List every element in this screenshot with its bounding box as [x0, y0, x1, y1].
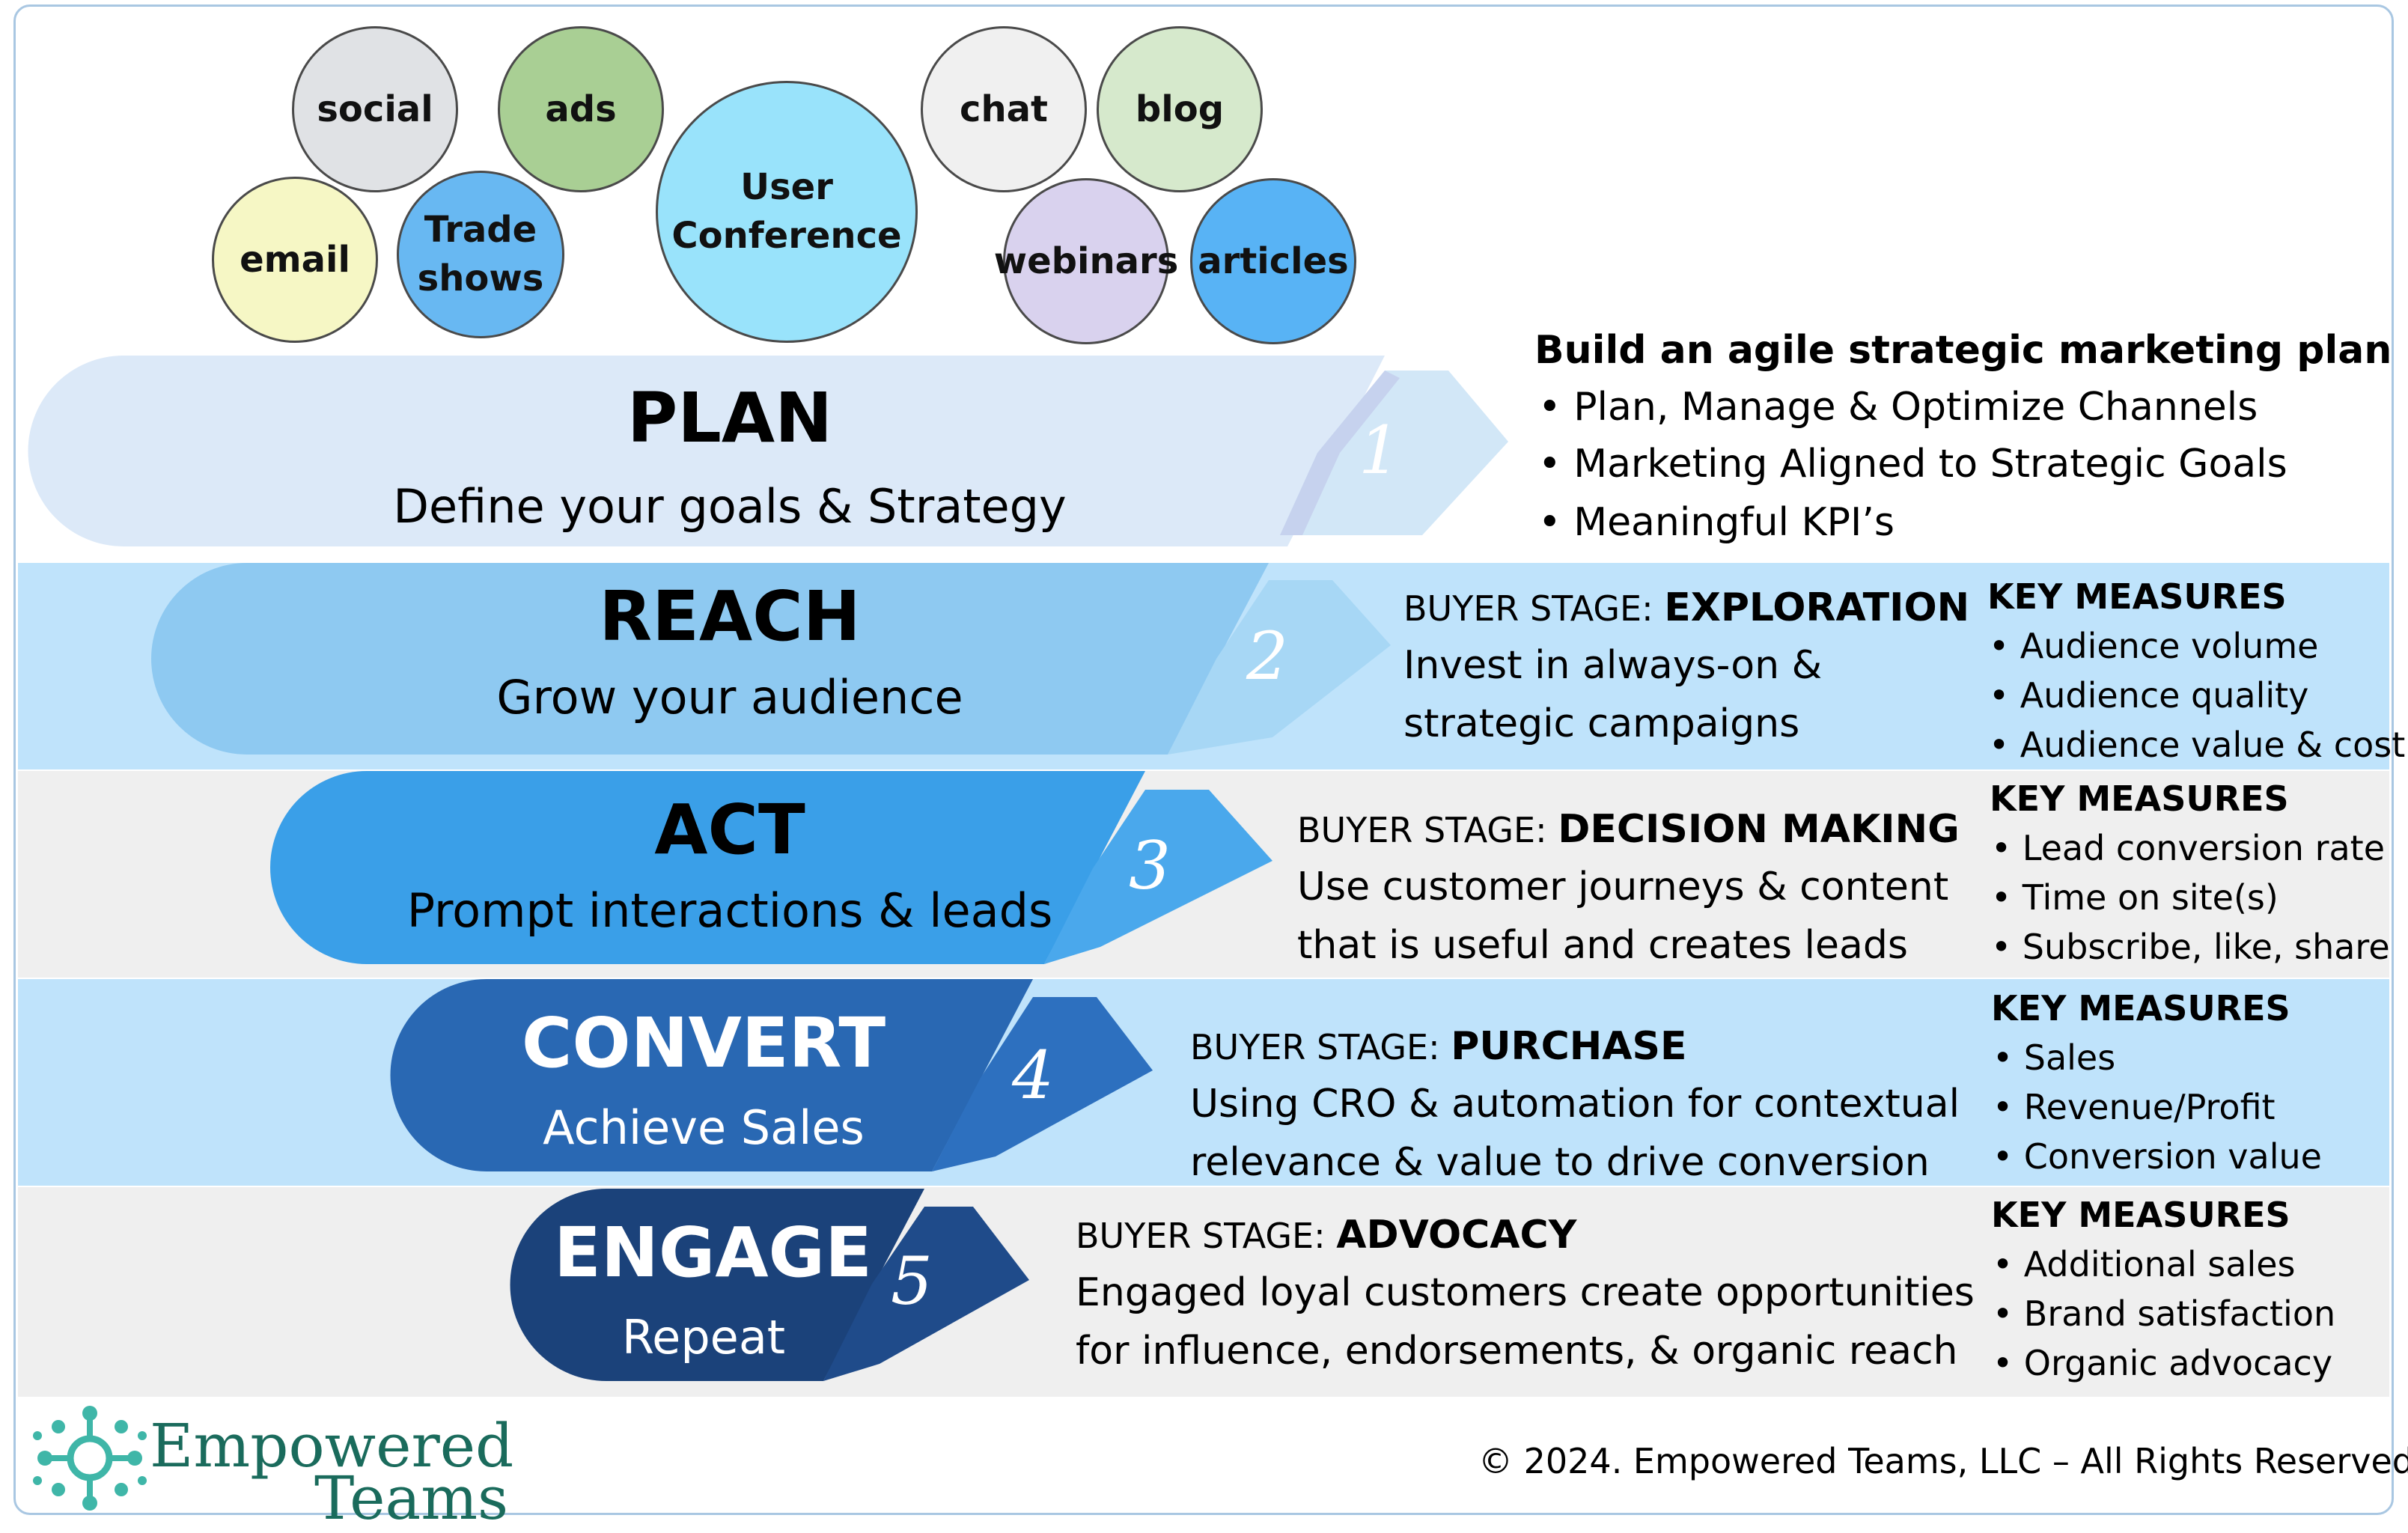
act-subtitle: Prompt interactions & leads: [406, 883, 1053, 938]
reach-number: 2: [1246, 618, 1288, 695]
bubble-chat: chat: [921, 26, 1087, 192]
engage-measure-3: • Organic advocacy: [1993, 1343, 2333, 1383]
convert-key-measures-heading: KEY MEASURES: [1991, 988, 2290, 1028]
bubble-email: email: [212, 177, 378, 343]
engage-arrow-shape: [510, 1189, 924, 1381]
act-title: ACT: [654, 790, 805, 870]
plan-subtitle: Define your goals & Strategy: [393, 479, 1067, 534]
engage-subtitle: Repeat: [621, 1310, 786, 1365]
convert-arrow-shape: [390, 979, 1033, 1171]
copyright-notice: © 2024. Empowered Teams, LLC – All Right…: [1478, 1441, 2408, 1481]
engage-measure-2: • Brand satisfaction: [1993, 1293, 2336, 1334]
convert-description-2: relevance & value to drive conversion: [1190, 1140, 1930, 1185]
engage-measure-1: • Additional sales: [1993, 1244, 2296, 1284]
act-arrow-tip: [1044, 790, 1272, 964]
bubble-articles: articles: [1190, 178, 1356, 344]
plan-arrow-seam: [1280, 371, 1400, 535]
plan-arrow-tip: [1280, 371, 1508, 535]
act-arrow-shape: [270, 771, 1145, 964]
act-key-measures-heading: KEY MEASURES: [1990, 778, 2289, 819]
reach-description-2: strategic campaigns: [1403, 701, 1800, 746]
act-description-1: Use customer journeys & content: [1297, 865, 1949, 909]
bubble-ads: ads: [498, 26, 664, 192]
logo-text-line2: Teams: [314, 1463, 509, 1533]
bubble-social: social: [292, 26, 458, 192]
reach-key-measures-heading: KEY MEASURES: [1987, 576, 2287, 617]
bubble-blog: blog: [1097, 26, 1263, 192]
engage-description-1: Engaged loyal customers create opportuni…: [1076, 1270, 1975, 1315]
plan-heading: Build an agile strategic marketing plan: [1534, 328, 2392, 373]
engage-buyer-stage: BUYER STAGE: ADVOCACY: [1076, 1213, 1577, 1258]
act-measure-2: • Time on site(s): [1991, 877, 2279, 918]
convert-subtitle: Achieve Sales: [543, 1100, 865, 1155]
act-measure-1: • Lead conversion rate: [1991, 828, 2386, 868]
reach-subtitle: Grow your audience: [496, 670, 963, 725]
logo-icon: [33, 1406, 147, 1511]
logo-text-line1: Empowered: [150, 1411, 514, 1481]
reach-arrow-tip: [1168, 580, 1391, 755]
reach-title: REACH: [599, 576, 861, 656]
convert-arrow-tip: [932, 997, 1153, 1171]
plan-bullet-3: • Meaningful KPI’s: [1538, 500, 1895, 545]
act-buyer-stage: BUYER STAGE: DECISION MAKING: [1297, 807, 1960, 852]
reach-measure-3: • Audience value & cost: [1989, 725, 2406, 765]
convert-number: 4: [1012, 1037, 1054, 1114]
outer-frame: [13, 4, 2394, 1515]
engage-title: ENGAGE: [554, 1213, 872, 1293]
convert-buyer-stage: BUYER STAGE: PURCHASE: [1190, 1024, 1687, 1069]
reach-buyer-stage: BUYER STAGE: EXPLORATION: [1403, 585, 1970, 630]
plan-bullet-1: • Plan, Manage & Optimize Channels: [1538, 385, 2258, 430]
plan-title: PLAN: [627, 378, 833, 458]
convert-title: CONVERT: [521, 1003, 886, 1083]
plan-bullet-2: • Marketing Aligned to Strategic Goals: [1538, 442, 2287, 487]
convert-measure-1: • Sales: [1993, 1037, 2116, 1078]
reach-arrow-shape: [151, 563, 1269, 755]
plan-arrow-shape: [28, 356, 1386, 546]
convert-measure-3: • Conversion value: [1993, 1136, 2322, 1177]
reach-measure-1: • Audience volume: [1989, 626, 2319, 666]
reach-measure-2: • Audience quality: [1989, 675, 2309, 716]
engage-arrow-tip: [823, 1207, 1029, 1381]
bubble-webinars: webinars: [994, 178, 1178, 344]
bubble-user-conference: User Conference: [656, 81, 918, 343]
convert-measure-2: • Revenue/Profit: [1993, 1087, 2276, 1127]
act-number: 3: [1129, 827, 1171, 904]
convert-description-1: Using CRO & automation for contextual: [1190, 1082, 1960, 1127]
act-description-2: that is useful and creates leads: [1297, 923, 1908, 968]
engage-number: 5: [891, 1243, 933, 1320]
reach-description-1: Invest in always-on &: [1403, 643, 1823, 688]
bubble-trade-shows: Trade shows: [397, 171, 564, 338]
act-measure-3: • Subscribe, like, share: [1991, 927, 2390, 967]
engage-key-measures-heading: KEY MEASURES: [1991, 1195, 2290, 1235]
band-engage: [18, 1187, 2389, 1397]
engage-description-2: for influence, endorsements, & organic r…: [1076, 1329, 1958, 1374]
plan-number: 1: [1359, 412, 1400, 489]
